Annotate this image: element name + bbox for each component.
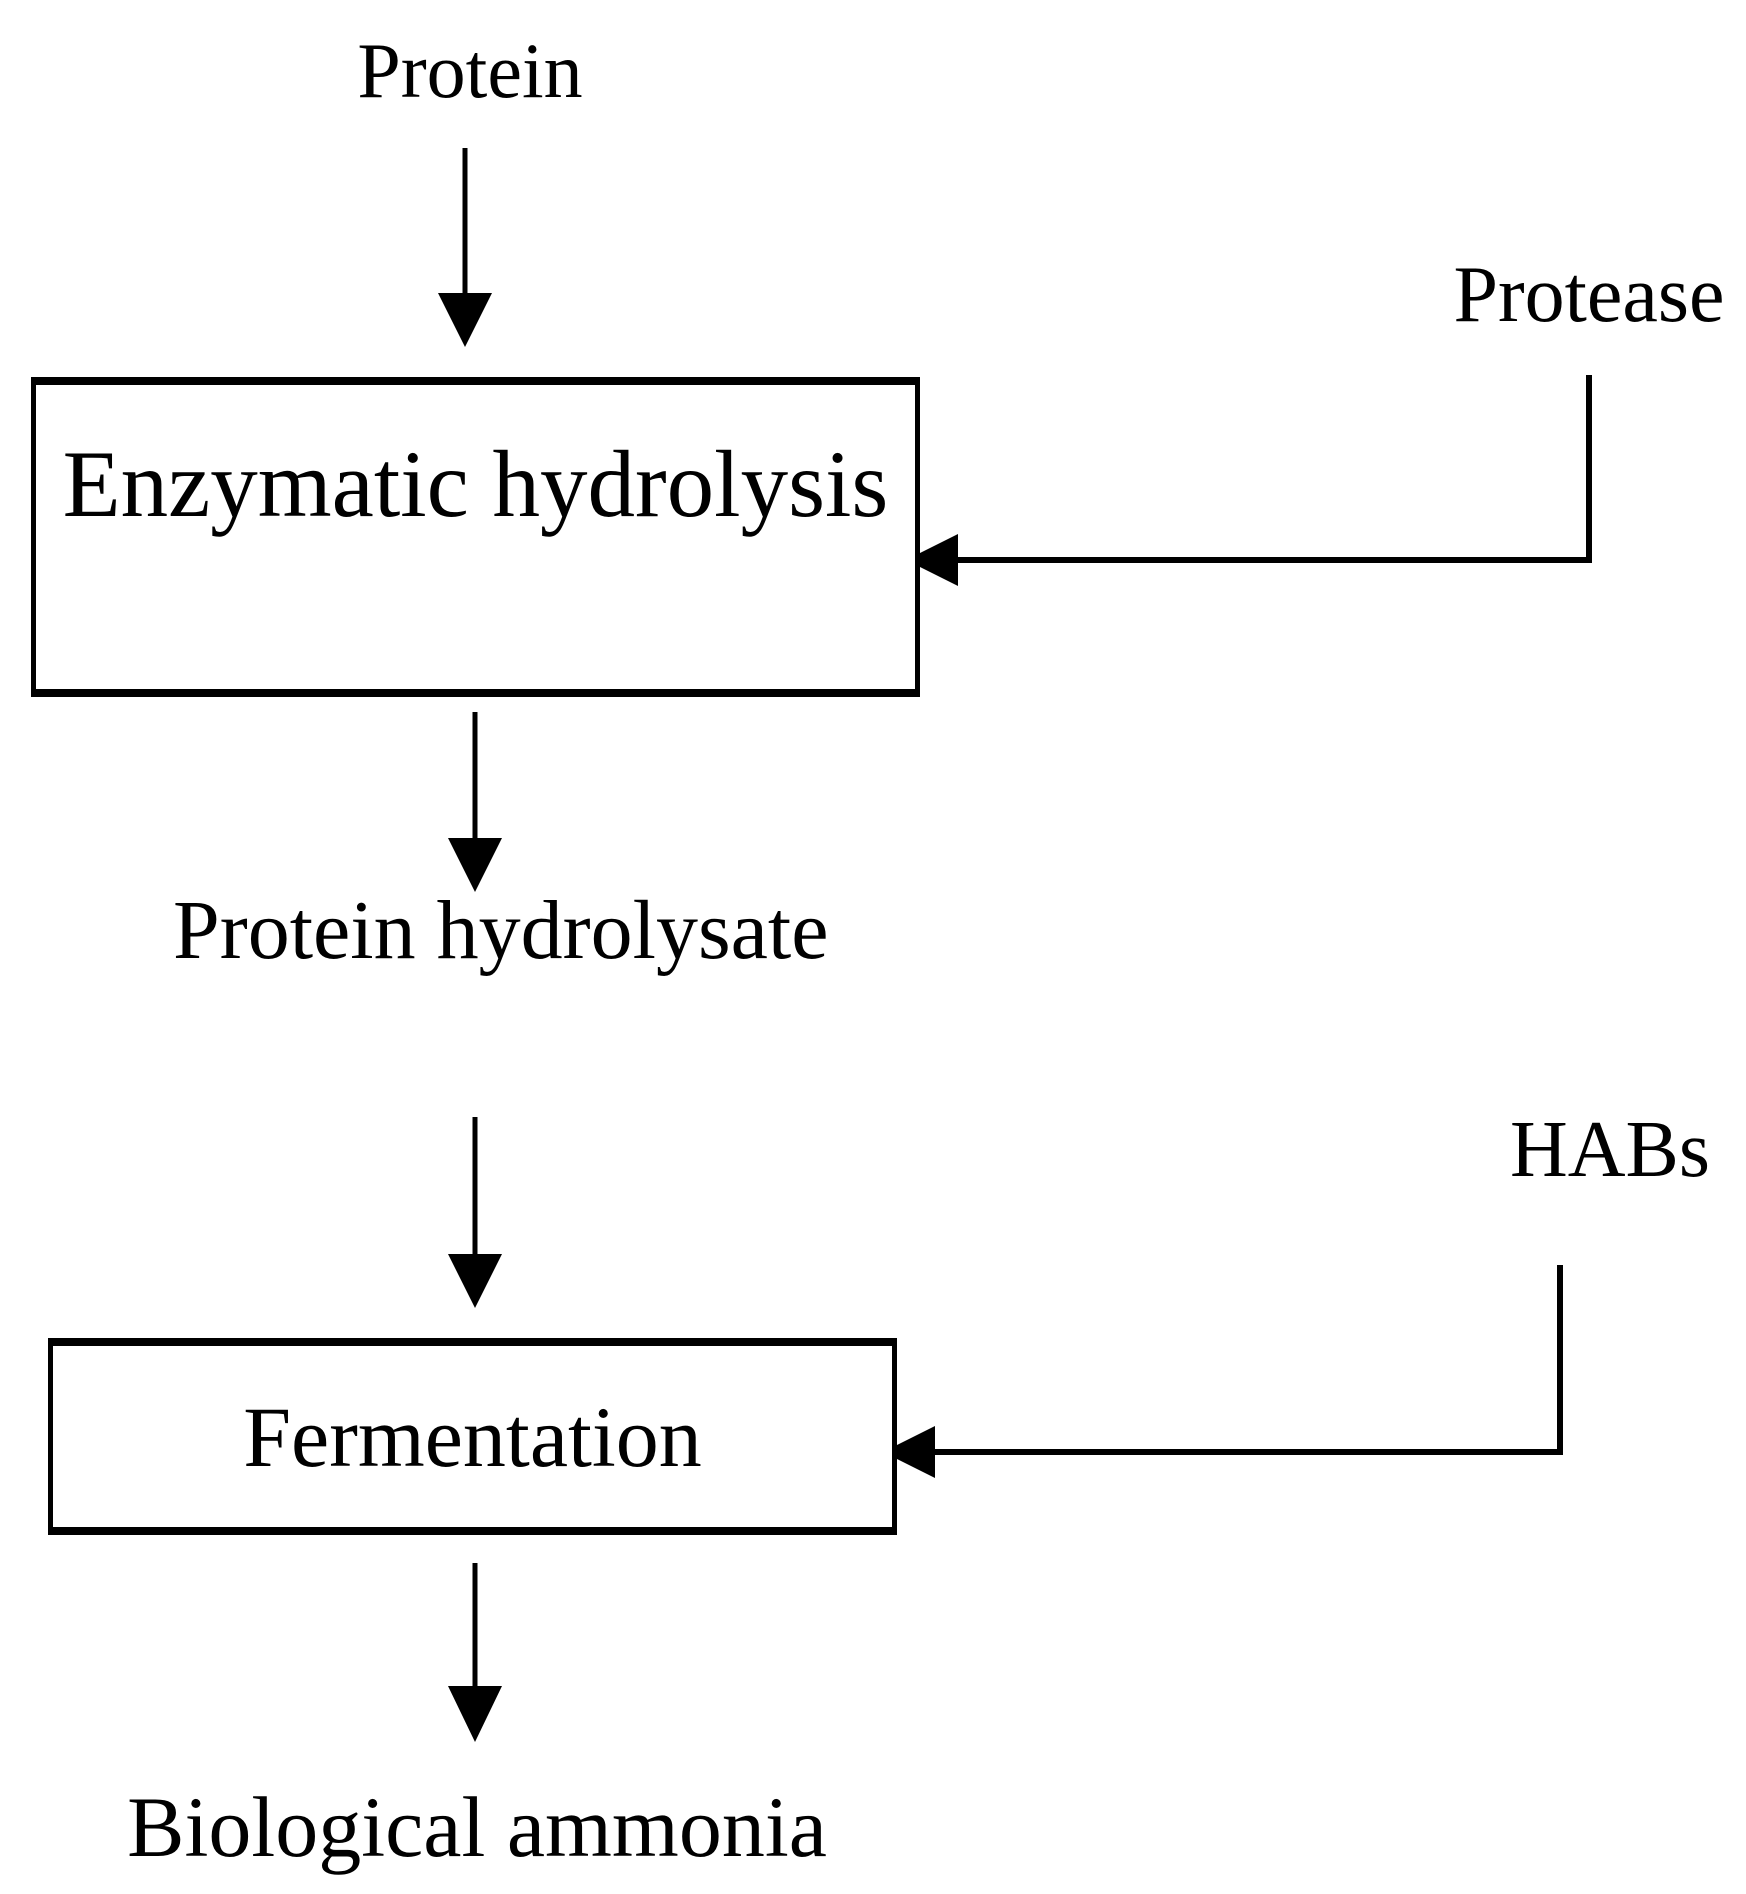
arrow-shaft: [955, 375, 1592, 563]
fermentation-box: Fermentation: [48, 1338, 897, 1535]
arrow-enzymatic-hydrolysis-to-protein-hydrolysate: [448, 712, 502, 892]
arrow-head-icon: [438, 293, 492, 347]
arrow-head-icon: [906, 534, 958, 586]
protease-label: Protease: [1453, 251, 1725, 339]
enzymatic-hydrolysis-box: Enzymatic hydrolysis: [31, 377, 920, 697]
fermentation-label: Fermentation: [243, 1388, 702, 1485]
arrow-protein-to-enzymatic-hydrolysis: [438, 148, 492, 347]
arrow-protease-to-enzymatic-hydrolysis: [906, 375, 1592, 586]
arrow-shaft: [932, 1265, 1563, 1455]
arrow-head-icon: [448, 838, 502, 892]
habs-label: HABs: [1509, 1106, 1711, 1194]
arrow-head-icon: [883, 1426, 935, 1478]
arrow-head-icon: [448, 1254, 502, 1308]
arrow-fermentation-to-biological-ammonia: [448, 1563, 502, 1742]
arrow-protein-hydrolysate-to-fermentation: [448, 1117, 502, 1308]
enzymatic-hydrolysis-label: Enzymatic hydrolysis: [62, 431, 889, 537]
arrow-habs-to-fermentation: [883, 1265, 1563, 1478]
arrow-head-icon: [448, 1686, 502, 1742]
biological-ammonia-label: Biological ammonia: [127, 1779, 827, 1875]
protein-hydrolysate-label: Protein hydrolysate: [173, 884, 829, 977]
protein-label: Protein: [357, 27, 583, 114]
